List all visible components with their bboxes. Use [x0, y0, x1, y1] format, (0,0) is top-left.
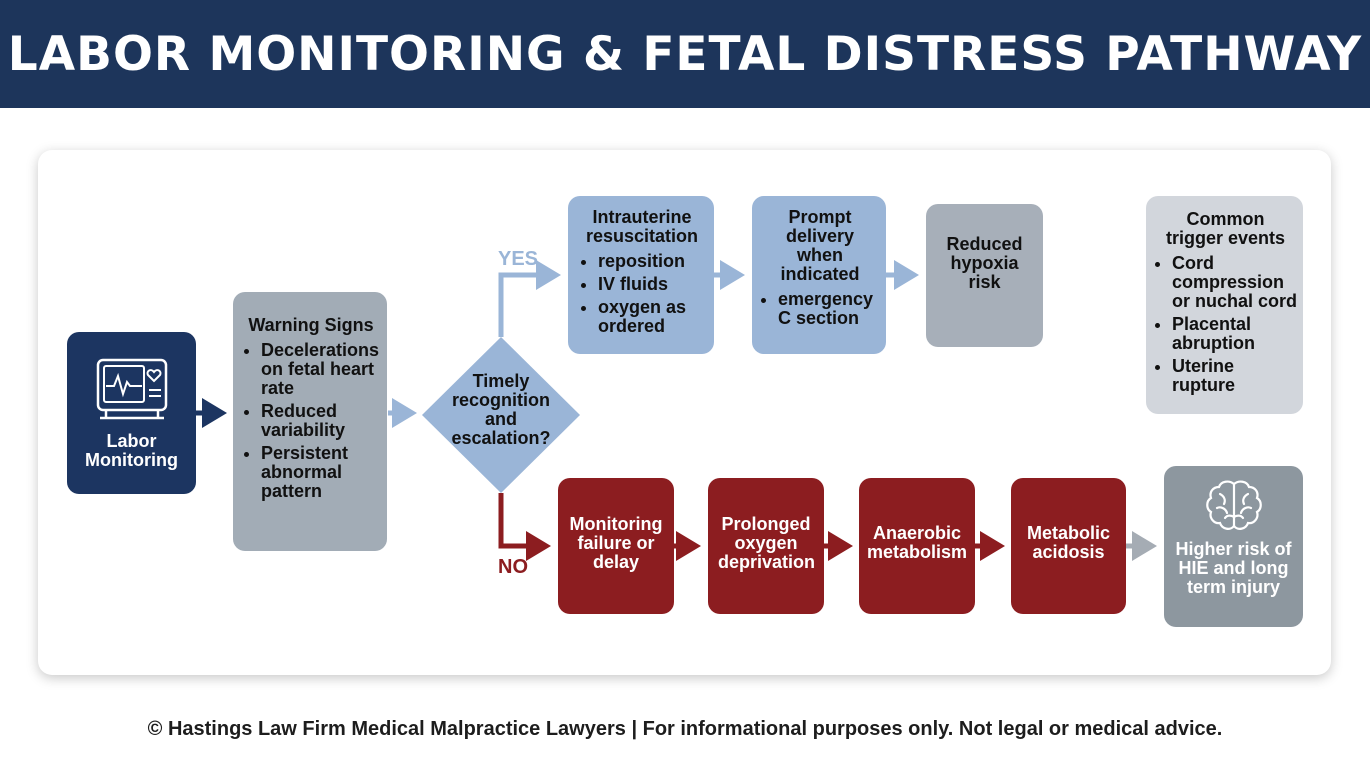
decision-question: Timely recognition and escalation? [451, 371, 551, 448]
warning-signs-title: Warning Signs [248, 315, 374, 335]
trigger-event-item: Placental abruption [1172, 315, 1297, 353]
trigger-events-box: Common trigger events Cord compression o… [1146, 196, 1303, 414]
delivery-list: emergency C section [760, 290, 880, 328]
delivery-item: emergency C section [778, 290, 880, 328]
resuscitation-title: Intrauterine resuscitation [585, 207, 699, 246]
resuscitation-item: IV fluids [598, 275, 708, 294]
trigger-event-item: Cord compression or nuchal cord [1172, 254, 1297, 311]
brain-icon [1205, 480, 1262, 530]
trigger-event-item: Uterine rupture [1172, 357, 1297, 395]
warning-sign-item: Persistent abnormal pattern [261, 444, 379, 501]
metabolic-acidosis-box: Metabolic acidosis [1011, 478, 1126, 614]
trigger-events-title: Common trigger events [1165, 209, 1286, 248]
no-step-label: Prolonged oxygen deprivation [718, 513, 816, 572]
arrow-no-branch [498, 493, 551, 561]
arrow-yes-branch [498, 260, 561, 337]
decision-diamond [422, 337, 580, 493]
warning-sign-item: Decelerations on fetal heart rate [261, 341, 379, 398]
no-step-label: Metabolic acidosis [1026, 523, 1110, 562]
yes-label: YES [498, 248, 539, 270]
reduced-hypoxia-label: Reduced hypoxia risk [946, 234, 1023, 292]
page-title: LABOR MONITORING & FETAL DISTRESS PATHWA… [7, 26, 1363, 82]
intrauterine-resuscitation-box: Intrauterine resuscitation reposition IV… [568, 196, 714, 354]
reduced-hypoxia-box: Reduced hypoxia risk [926, 204, 1043, 347]
delivery-title: Prompt delivery when indicated [780, 207, 860, 284]
resuscitation-list: reposition IV fluids oxygen as ordered [576, 252, 708, 336]
warning-signs-box: Warning Signs Decelerations on fetal hea… [233, 292, 387, 551]
no-label: NO [498, 556, 528, 578]
no-step-label: Monitoring failure or delay [569, 513, 663, 572]
hie-risk-box: Higher risk of HIE and long term injury [1164, 466, 1303, 627]
trigger-events-list: Cord compression or nuchal cord Placenta… [1154, 254, 1297, 395]
footer-disclaimer: © Hastings Law Firm Medical Malpractice … [147, 718, 1223, 740]
anaerobic-metabolism-box: Anaerobic metabolism [859, 478, 975, 614]
hie-risk-label: Higher risk of HIE and long term injury [1175, 539, 1292, 597]
resuscitation-item: oxygen as ordered [598, 298, 708, 336]
labor-monitoring-label: Labor Monitoring [85, 431, 178, 470]
no-step-label: Anaerobic metabolism [867, 523, 968, 562]
resuscitation-item: reposition [598, 252, 708, 271]
labor-monitoring-node: Labor Monitoring [67, 332, 196, 494]
header-banner: LABOR MONITORING & FETAL DISTRESS PATHWA… [0, 0, 1370, 108]
oxygen-deprivation-box: Prolonged oxygen deprivation [708, 478, 824, 614]
prompt-delivery-box: Prompt delivery when indicated emergency… [752, 196, 886, 354]
warning-signs-list: Decelerations on fetal heart rate Reduce… [243, 341, 379, 501]
warning-sign-item: Reduced variability [261, 402, 379, 440]
fetal-monitor-icon [96, 358, 167, 420]
monitoring-failure-box: Monitoring failure or delay [558, 478, 674, 614]
